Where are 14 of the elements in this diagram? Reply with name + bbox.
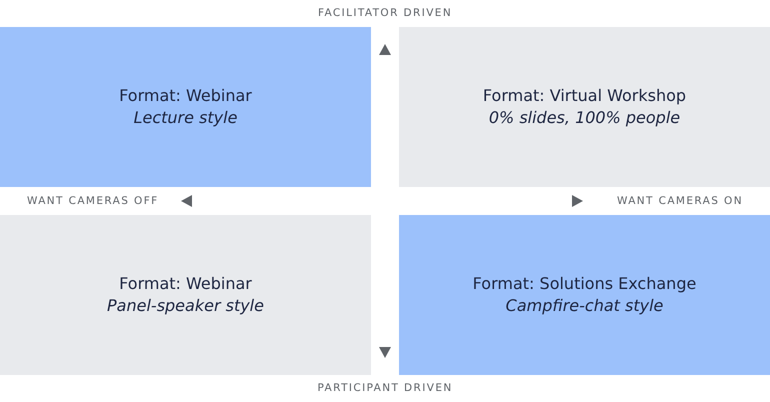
format-subtitle: Lecture style	[134, 107, 238, 129]
format-title: Format: Solutions Exchange	[472, 273, 696, 295]
axis-label: FACILITATOR DRIVEN	[318, 6, 452, 20]
format-title: Format: Webinar	[119, 85, 252, 107]
format-title: Format: Virtual Workshop	[482, 85, 686, 107]
quadrant-panel	[0, 27, 371, 187]
axis-label: WANT CAMERAS OFF	[27, 194, 159, 208]
quadrant-panel	[399, 215, 770, 375]
format-subtitle: 0% slides, 100% people	[488, 107, 680, 129]
format-subtitle: Campfire-chat style	[506, 295, 664, 317]
format-title: Format: Webinar	[119, 273, 252, 295]
axis-label: WANT CAMERAS ON	[617, 194, 743, 208]
axis-label: PARTICIPANT DRIVEN	[318, 381, 453, 395]
format-subtitle: Panel-speaker style	[107, 295, 264, 317]
